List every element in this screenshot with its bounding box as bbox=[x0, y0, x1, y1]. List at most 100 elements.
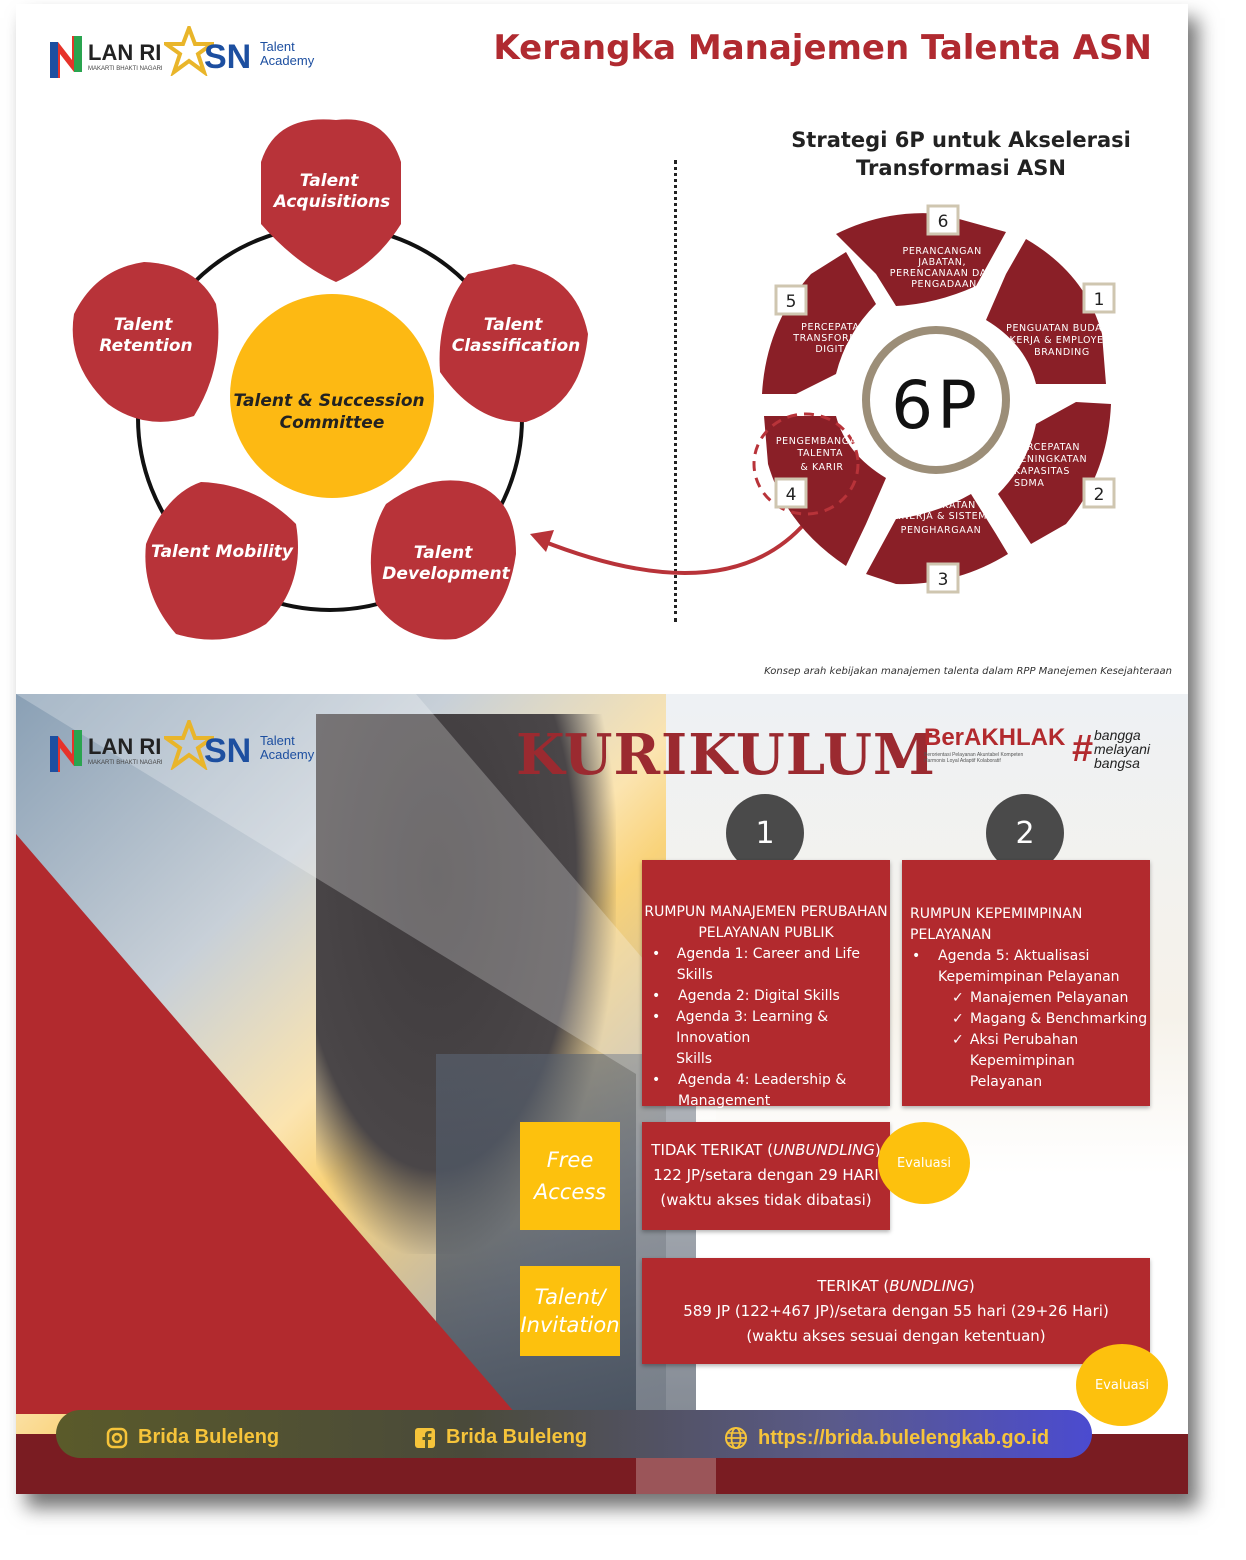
facebook-link[interactable]: Brida Buleleng bbox=[414, 1426, 587, 1449]
num-5: 5 bbox=[786, 292, 797, 312]
label-line: Talent bbox=[114, 315, 174, 335]
petal-line: & KARIR bbox=[800, 462, 843, 473]
bangga-line: bangga bbox=[1094, 727, 1141, 743]
petal-3-text: PENINGKATAN KINERJA & SISTEM PENGHARGAAN bbox=[891, 500, 990, 536]
lan-ri-tagline: MAKARTI BHAKTI NAGARI bbox=[88, 760, 163, 766]
petal-line: KINERJA & SISTEM bbox=[891, 511, 987, 522]
center-committee-label: Talent & Succession Committee bbox=[233, 391, 430, 433]
lan-ri-logo-icon bbox=[50, 36, 82, 78]
petal-2-text: PERCEPATAN PENINGKATAN KAPASITAS SDMA bbox=[1014, 442, 1091, 489]
6p-diagram: 6P PERANCANGAN JABATAN, PERENCANAAN DAN … bbox=[752, 204, 1116, 594]
facebook-label: Brida Buleleng bbox=[446, 1426, 588, 1448]
petal-line: DIGITAL bbox=[815, 344, 856, 355]
globe-icon bbox=[725, 1427, 747, 1449]
heading-line: PELAYANAN PUBLIK bbox=[698, 925, 834, 941]
bullet-icon: • bbox=[912, 948, 921, 964]
list-item: ✓Magang & Benchmarking bbox=[952, 1009, 1150, 1030]
6p-center-label: 6P bbox=[891, 367, 981, 444]
bullet-icon: • bbox=[652, 988, 661, 1004]
6p-center-ring bbox=[862, 326, 1010, 474]
label-line: Acquisitions bbox=[272, 192, 391, 212]
poster-page: LAN RI MAKARTI BHAKTI NAGARI SN Talent A… bbox=[16, 4, 1188, 1494]
num-box-6 bbox=[926, 204, 960, 236]
petal-line: TRANSFORMASI bbox=[792, 333, 875, 344]
label-talent-development: Talent Development bbox=[382, 543, 510, 584]
label-line: Access bbox=[533, 1180, 607, 1204]
arrow-path bbox=[539, 520, 808, 575]
list-item: ✓ Manajemen Pelayanan bbox=[952, 988, 1150, 1009]
petal-1 bbox=[986, 239, 1106, 384]
rumpun-kepemimpinan-heading: RUMPUN KEPEMIMPINAN PELAYANAN bbox=[910, 906, 1083, 943]
agenda-5-checklist: ✓ Manajemen Pelayanan ✓Magang & Benchmark… bbox=[952, 988, 1150, 1093]
header-logos: LAN RI MAKARTI BHAKTI NAGARI SN Talent A… bbox=[46, 26, 346, 90]
label-line: Talent bbox=[484, 315, 544, 335]
check-text: Manajemen Pelayanan bbox=[970, 990, 1129, 1006]
lan-ri-logo-text: LAN RI bbox=[88, 40, 162, 65]
label-line: Invitation bbox=[520, 1313, 620, 1337]
label-line: Talent/ bbox=[534, 1285, 606, 1309]
star-logo-icon bbox=[164, 26, 214, 76]
checkmark-icon: ✓ bbox=[952, 990, 964, 1006]
lan-ri-logo-text: LAN RI bbox=[88, 734, 162, 759]
node-talent-classification bbox=[439, 264, 588, 423]
website-link[interactable]: https://brida.bulelengkab.go.id bbox=[724, 1426, 1049, 1450]
kurikulum-title: KURIKULUM bbox=[516, 722, 936, 788]
petal-6-text: PERANCANGAN JABATAN, PERENCANAAN DAN PEN… bbox=[890, 246, 998, 290]
bundling-line2: 589 JP (122+467 JP)/setara dengan 55 har… bbox=[683, 1302, 1109, 1320]
unbundling-line1: TIDAK TERIKAT (UNBUNDLING) bbox=[651, 1141, 881, 1159]
number-boxes: 6 1 2 3 4 5 bbox=[774, 204, 1116, 594]
list-item: •Agenda 4: Leadership &Management bbox=[652, 1070, 890, 1112]
curriculum-number-2: 2 bbox=[986, 794, 1064, 872]
petal-line: BRANDING bbox=[1034, 347, 1090, 358]
rumpun-manajemen-box: RUMPUN MANAJEMEN PERUBAHAN PELAYANAN PUB… bbox=[642, 860, 890, 1109]
checkmark-icon: ✓ bbox=[952, 1011, 964, 1027]
petal-line: PENGUATAN BUDAYA bbox=[1006, 323, 1114, 334]
berakhlak-sub2: Harmonis Loyal Adaptif Kolaboratif bbox=[924, 758, 1001, 764]
agenda-text: Agenda 4: Leadership &Management bbox=[678, 1072, 847, 1109]
label-talent-retention: Talent Retention bbox=[99, 315, 192, 356]
num-1: 1 bbox=[1094, 290, 1105, 310]
label-talent-acquisitions: Talent Acquisitions bbox=[272, 171, 391, 212]
num-box-1 bbox=[1082, 282, 1116, 314]
center-label-line1: Talent & Succession bbox=[233, 391, 424, 411]
bundling-line1: TERIKAT (BUNDLING) bbox=[817, 1277, 975, 1295]
petal-line: PERANCANGAN bbox=[903, 246, 982, 257]
label-line: Classification bbox=[452, 336, 581, 356]
petal-line: PENGHARGAAN bbox=[901, 525, 982, 536]
petal-line: KAPASITAS bbox=[1014, 466, 1070, 477]
petal-line: PENINGKATAN bbox=[903, 500, 976, 511]
petal-5-text: PERCEPATAN TRANSFORMASI DIGITAL bbox=[792, 322, 879, 355]
petal-line: PERENCANAAN DAN bbox=[890, 268, 995, 279]
asn-logo-subtitle: Talent Academy bbox=[260, 734, 314, 762]
bullet-icon: • bbox=[652, 946, 661, 962]
node-talent-mobility bbox=[145, 482, 298, 640]
website-label: https://brida.bulelengkab.go.id bbox=[758, 1426, 1050, 1449]
star-logo-icon bbox=[164, 720, 214, 770]
petal-5 bbox=[762, 252, 876, 394]
instagram-link[interactable]: Brida Buleleng bbox=[106, 1426, 279, 1449]
petal-line: PENGEMBANGAN bbox=[776, 436, 865, 447]
num-2: 2 bbox=[1094, 485, 1105, 505]
num-box-4 bbox=[774, 477, 808, 509]
kurikulum-logos: LAN RI MAKARTI BHAKTI NAGARI SN Talent A… bbox=[46, 720, 346, 784]
num-box-2 bbox=[1082, 477, 1116, 509]
petal-line: PENINGKATAN bbox=[1014, 454, 1087, 465]
evaluasi-badge-1: Evaluasi bbox=[878, 1122, 970, 1204]
asn-talent-label: Talent bbox=[260, 39, 295, 54]
label-line: Development bbox=[382, 564, 510, 584]
asn-academy-label: Academy bbox=[260, 53, 315, 68]
center-label-line2: Committee bbox=[280, 413, 385, 433]
agenda-text: Agenda 1: Career and Life Skills bbox=[676, 946, 860, 983]
unbundling-line3: (waktu akses tidak dibatasi) bbox=[660, 1191, 872, 1209]
instagram-label: Brida Buleleng bbox=[138, 1426, 280, 1448]
asn-logo-text: SN bbox=[204, 732, 252, 770]
petal-line: KERJA & EMPLOYER bbox=[1010, 335, 1111, 346]
kurikulum-section: LAN RI MAKARTI BHAKTI NAGARI SN Talent A… bbox=[16, 694, 1188, 1494]
berakhlak-logo: BerAKHLAK Berorientasi Pelayanan Akuntab… bbox=[924, 724, 1065, 774]
label-line: Talent bbox=[300, 171, 360, 191]
lan-ri-tagline: MAKARTI BHAKTI NAGARI bbox=[88, 66, 163, 72]
